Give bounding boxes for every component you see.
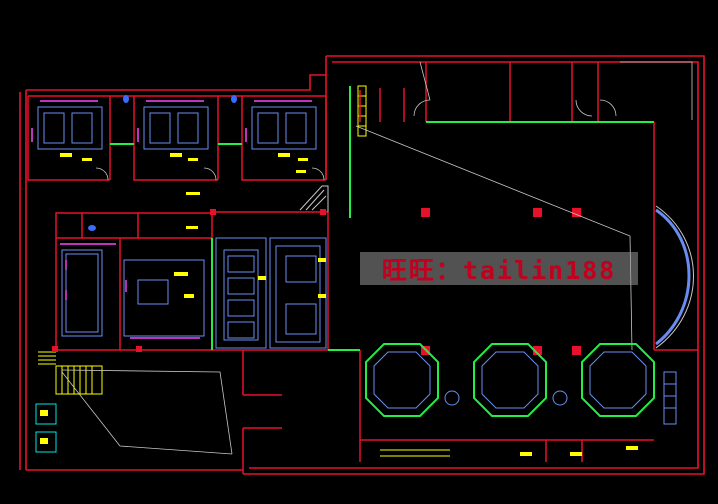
hall-columns [52,208,581,355]
guest-room-fixtures [31,100,312,142]
room-label-marks [60,153,638,456]
stair-handrail [299,185,329,212]
sketch-lines [61,61,693,455]
guest-room-furniture [37,106,317,150]
door-swings [95,99,617,181]
guest-room-row [27,95,327,181]
curved-facade [655,205,694,349]
booth-seating [365,343,655,417]
ktv-room-fixtures [60,243,200,339]
hall-windows [110,86,654,351]
right-stair [663,371,677,425]
elevators [35,403,57,453]
booth-interiors [373,351,647,409]
watermark-text: 旺旺：tailin188 [381,255,617,285]
ktv-room-walls [55,211,360,351]
elevator-markers [40,410,48,444]
guest-room-sinks [88,95,237,231]
ktv-room-furniture [61,237,327,349]
hall-partitions [242,62,698,474]
watermark-banner: 旺旺：tailin188 [360,252,638,285]
